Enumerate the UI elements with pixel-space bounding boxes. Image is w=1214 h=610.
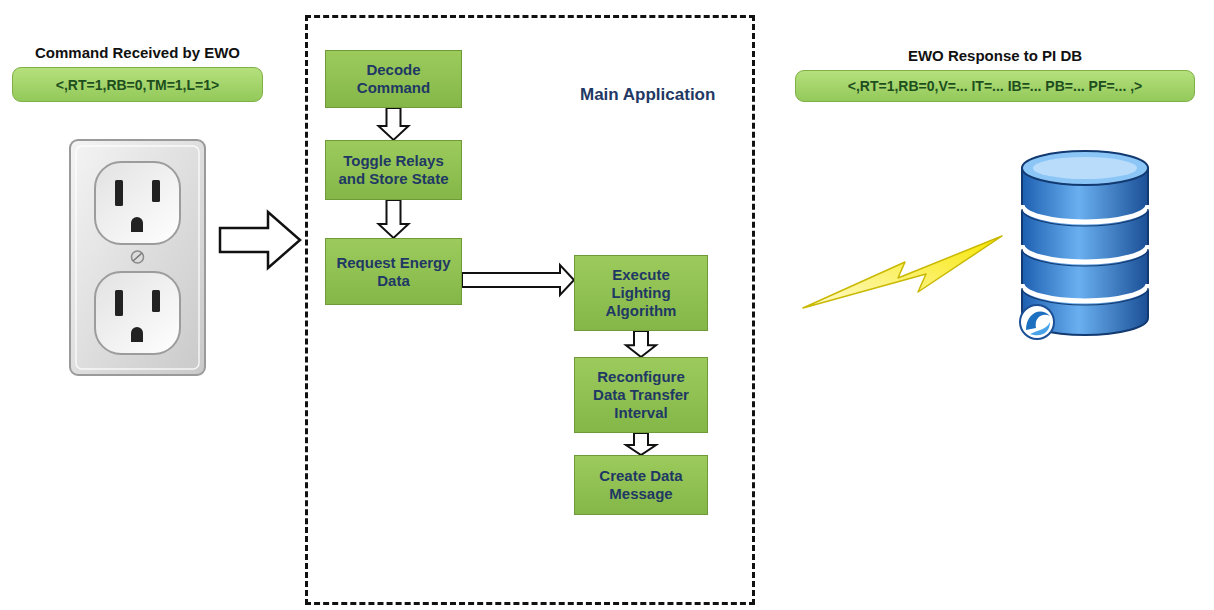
process-box: Toggle Relays and Store State (325, 140, 462, 200)
process-box: Request Energy Data (325, 238, 462, 305)
process-box: Execute Lighting Algorithm (574, 255, 708, 331)
process-label: Execute Lighting Algorithm (575, 260, 707, 326)
database-cylinder (1020, 151, 1148, 339)
process-label: Reconfigure Data Transfer Interval (575, 362, 707, 428)
process-label: Create Data Message (575, 461, 707, 509)
process-box: Create Data Message (574, 455, 708, 515)
application-boundary: Main Application Decode CommandToggle Rel… (305, 15, 755, 605)
process-box: Reconfigure Data Transfer Interval (574, 357, 708, 433)
command-box: Command Received by EWO<,RT=1,RB=0,TM=1,… (12, 67, 263, 102)
command-string: <,RT=1,RB=0,TM=1,L=1> (46, 77, 229, 93)
input-arrow (220, 212, 300, 268)
flow-arrow (379, 108, 409, 140)
flow-arrow (379, 200, 409, 238)
heading-label: Command Received by EWO (35, 44, 240, 61)
response-box: EWO Response to PI DB<,RT=1,RB=0,V=... I… (795, 70, 1195, 102)
wall-outlet (70, 140, 205, 375)
flow-arrow (462, 265, 574, 295)
process-box: Decode Command (325, 50, 462, 108)
process-label: Toggle Relays and Store State (326, 146, 461, 194)
wireless-bolt (803, 236, 1002, 308)
flow-arrow (626, 331, 656, 357)
heading-label: EWO Response to PI DB (908, 47, 1082, 64)
command-string: <,RT=1,RB=0,V=... IT=... IB=... PB=... P… (838, 78, 1153, 94)
process-label: Decode Command (326, 55, 461, 103)
process-label: Request Energy Data (326, 248, 461, 296)
boundary-label: Main Application (580, 85, 715, 105)
flow-arrow (626, 433, 656, 455)
